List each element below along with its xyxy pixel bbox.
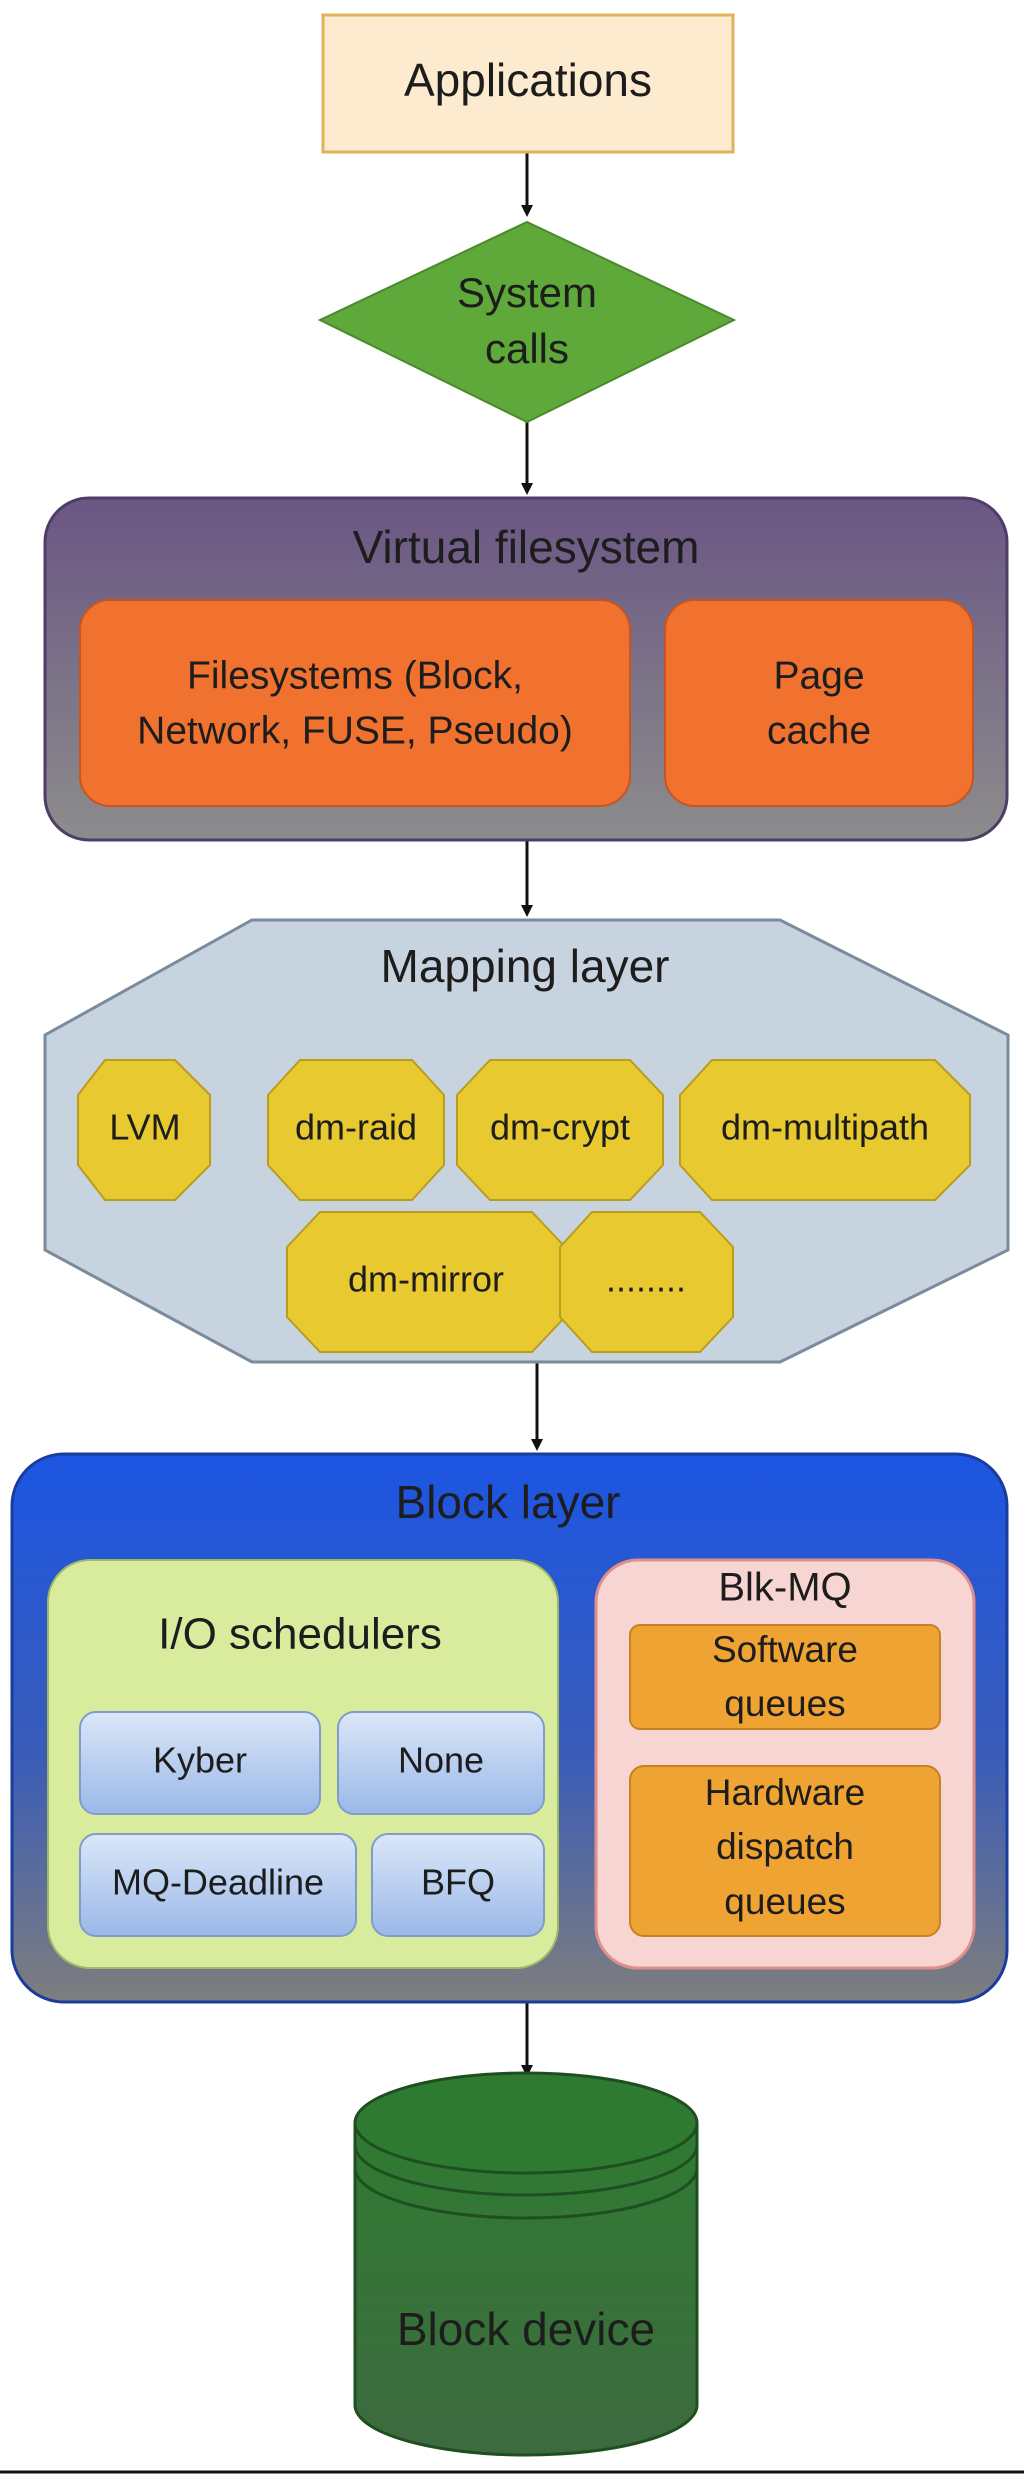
scheduler-label: BFQ [421,1862,495,1903]
mapping-item-dm-crypt: dm-crypt [456,1059,664,1201]
hardware-queues-line1: Hardware [705,1772,865,1813]
vfs-title: Virtual filesystem [353,521,700,573]
software-queues-box: Software queues [629,1624,941,1730]
hardware-queues-line2: dispatch [716,1826,854,1867]
applications-box: Applications [321,13,735,154]
system-calls-label-line2: calls [485,325,569,372]
block-device-cylinder: Block device [353,2071,699,2457]
block-device-label: Block device [397,2303,655,2355]
system-calls-diamond: System calls [317,220,737,424]
page-cache-box: Page cache [664,599,974,807]
io-schedulers-panel: I/O schedulers Kyber None MQ-Deadline BF… [47,1559,559,1969]
scheduler-label: Kyber [153,1740,247,1781]
mapping-layer-title: Mapping layer [381,940,670,992]
scheduler-none: None [337,1711,545,1815]
scheduler-label: MQ-Deadline [112,1862,324,1903]
mapping-item-label: dm-mirror [348,1259,504,1300]
scheduler-bfq: BFQ [371,1833,545,1937]
scheduler-mq-deadline: MQ-Deadline [79,1833,357,1937]
scheduler-kyber: Kyber [79,1711,321,1815]
io-schedulers-title: I/O schedulers [158,1610,442,1659]
scheduler-label: None [398,1740,484,1781]
mapping-item-dm-mirror: dm-mirror [286,1211,566,1353]
applications-label: Applications [404,54,652,106]
blk-mq-title: Blk-MQ [718,1566,851,1610]
mapping-item-label: dm-crypt [490,1107,630,1148]
mapping-item-label: dm-multipath [721,1107,929,1148]
mapping-layer-group: Mapping layer LVM dm-raid dm-crypt dm-mu… [43,918,1010,1364]
virtual-filesystem-group: Virtual filesystem Filesystems (Block, N… [43,496,1009,842]
mapping-item-label: LVM [109,1107,180,1148]
hardware-queues-line3: queues [724,1881,845,1922]
page-cache-label-line1: Page [773,654,864,697]
mapping-item-label: ........ [606,1259,686,1300]
connector-arrows [521,152,543,2077]
filesystems-box: Filesystems (Block, Network, FUSE, Pseud… [79,599,631,807]
mapping-item-lvm: LVM [77,1059,211,1201]
software-queues-line1: Software [712,1629,858,1670]
hardware-queues-box: Hardware dispatch queues [629,1765,941,1937]
filesystems-label-line2: Network, FUSE, Pseudo) [137,709,573,752]
block-layer-title: Block layer [396,1476,621,1528]
block-layer-group: Block layer I/O schedulers Kyber None MQ… [10,1452,1009,2004]
mapping-item-more: ........ [559,1211,734,1353]
mapping-item-dm-raid: dm-raid [267,1059,445,1201]
software-queues-line2: queues [724,1683,845,1724]
filesystems-label-line1: Filesystems (Block, [187,654,523,697]
mapping-item-dm-multipath: dm-multipath [679,1059,971,1201]
blk-mq-panel: Blk-MQ Software queues Hardware dispatch… [594,1558,976,1970]
system-calls-label-line1: System [457,269,597,316]
mapping-item-label: dm-raid [295,1107,417,1148]
page-cache-label-line2: cache [767,709,871,752]
